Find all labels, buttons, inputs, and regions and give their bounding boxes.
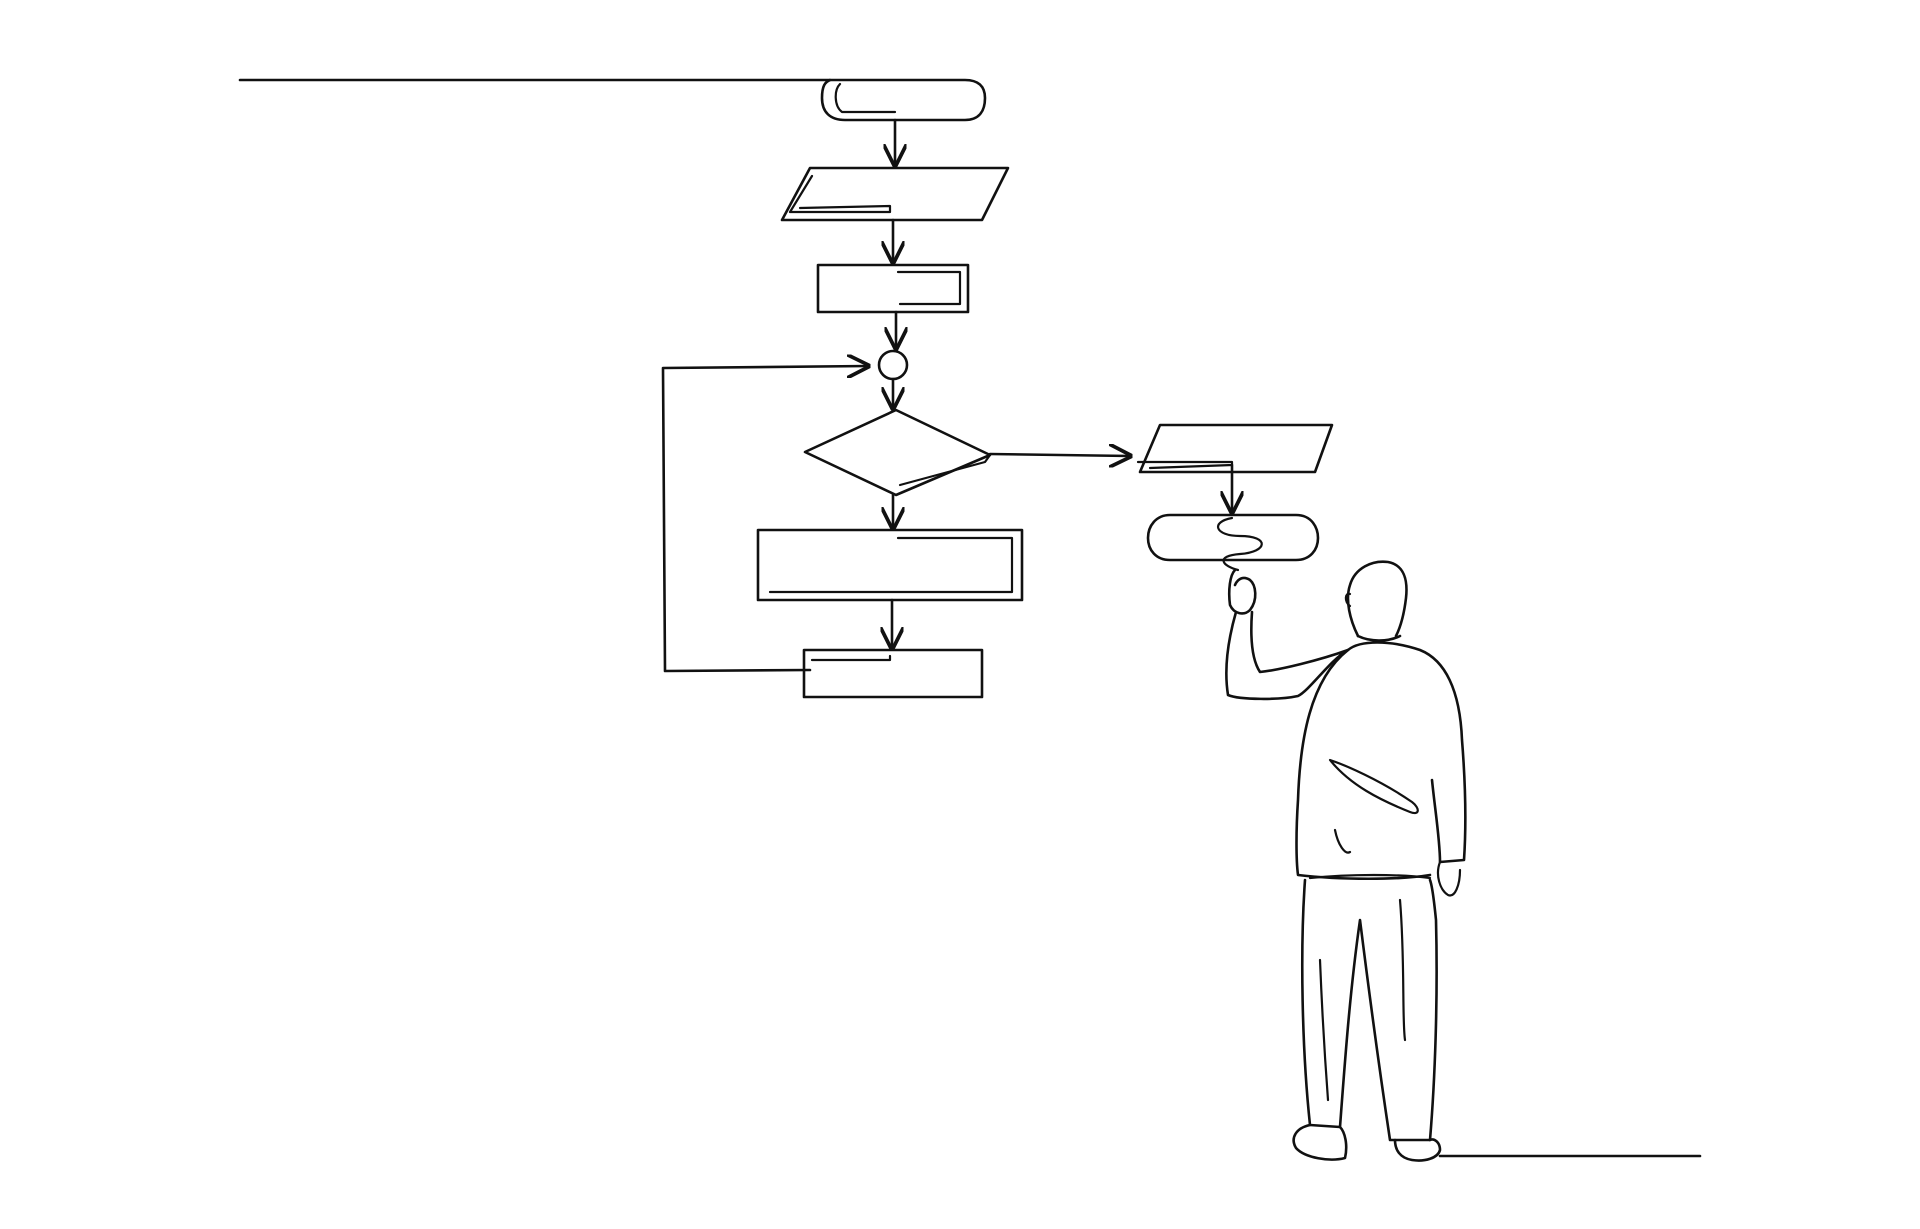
decision-inner-stroke <box>898 453 992 487</box>
flowchart-end-terminator <box>1146 513 1320 562</box>
belt-line <box>1308 873 1432 880</box>
jacket-fold <box>1328 758 1419 854</box>
arrow-decision-to-right-branch <box>988 454 1130 456</box>
loop-back-line <box>661 366 868 673</box>
jacket <box>1295 641 1467 881</box>
ear <box>1344 592 1352 608</box>
trouser-crease <box>1318 898 1407 1102</box>
flowchart-process-top <box>816 263 970 314</box>
process-top-inner-stroke <box>896 270 962 306</box>
start-terminator-inner-stroke <box>834 82 897 114</box>
raised-arm <box>1225 610 1350 701</box>
right-shoe <box>1393 1138 1442 1162</box>
trousers <box>1300 878 1438 1142</box>
process-bottom-inner-stroke <box>810 654 892 662</box>
collar <box>1356 634 1402 642</box>
flowchart-decision-diamond <box>803 408 992 497</box>
flowchart-process-bottom <box>802 648 984 699</box>
input-output-top-inner-stroke <box>788 174 892 214</box>
flowchart-input-output-right <box>1138 423 1334 474</box>
input-output-right-inner-stroke <box>1136 460 1234 470</box>
flowchart-input-output-top <box>780 166 1010 222</box>
left-hand <box>1436 860 1462 897</box>
businessman-figure <box>1225 560 1467 1162</box>
process-middle-inner-stroke <box>768 536 1014 594</box>
left-shoe <box>1292 1123 1348 1161</box>
flowchart-process-middle <box>756 528 1024 602</box>
head <box>1346 560 1408 638</box>
flowchart-start-terminator <box>820 78 987 122</box>
flowchart-connector-circle <box>877 349 909 381</box>
raised-hand <box>1227 568 1257 615</box>
end-terminator-squiggle <box>1217 516 1263 572</box>
